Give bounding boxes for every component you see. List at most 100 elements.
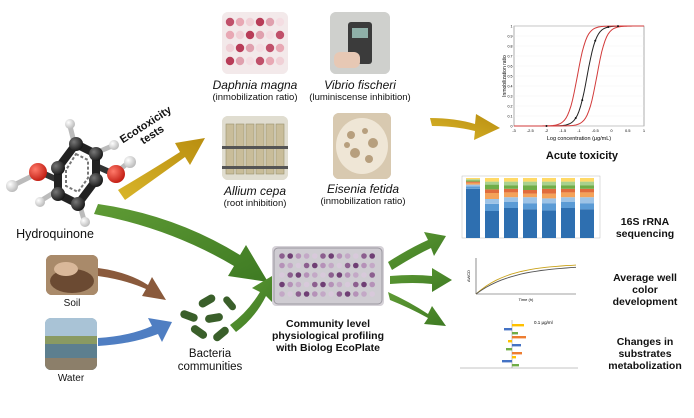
substrates-chart: 0.1 μg/ml [460, 320, 578, 369]
ecoplate-well [295, 262, 302, 269]
output-substrates-line3: metabolization [608, 360, 682, 372]
ecoplate-well [279, 291, 285, 297]
ecoplate-well [320, 272, 326, 278]
ecoplate-well [344, 281, 351, 288]
acute-point [594, 39, 597, 42]
soil-photo [46, 255, 98, 295]
ecoplate-well [312, 262, 318, 269]
test-eisenia: Eisenia fetida (inmobilization ratio) [306, 182, 420, 207]
acute-ytick: 0.2 [508, 104, 513, 108]
sequencing-bar-segment [523, 197, 537, 204]
sequencing-bar-segment [485, 189, 499, 193]
sequencing-bar-segment [485, 203, 499, 211]
sequencing-bar-segment [580, 188, 594, 193]
sequencing-bar-segment [523, 178, 537, 182]
acute-toxicity-label: Acute toxicity [545, 150, 619, 162]
acute-point [574, 117, 577, 120]
sequencing-bar-segment [504, 192, 518, 198]
ecoplate-well [336, 281, 343, 288]
sequencing-bar-segment [485, 178, 499, 182]
acute-point [607, 26, 610, 29]
endpoint-allium: (root inhibition) [223, 198, 287, 209]
acute-xtick: -1 [577, 128, 581, 133]
ecoplate-well [328, 281, 334, 288]
ecoplate-well [320, 262, 326, 269]
bacteria-label-line1: Bacteria [188, 348, 232, 360]
hq-to-biolog-arrow [94, 204, 268, 282]
sequencing-bar-segment [542, 193, 556, 199]
daphnia-well [255, 43, 265, 53]
output-awcd-line1: Average well [613, 272, 677, 284]
sequencing-bar-segment [523, 190, 537, 194]
ecoplate-well [312, 281, 318, 288]
ecoplate-well [312, 291, 318, 297]
biolog-label-line2: physiological profiling [271, 330, 384, 342]
ecoplate-well [279, 281, 285, 288]
substrate-bar [512, 332, 518, 335]
sequencing-bar-segment [466, 179, 480, 181]
ecoplate-well [295, 281, 302, 288]
sequencing-bar-segment [466, 188, 480, 238]
substrate-bar [512, 336, 526, 339]
sequencing-bar-segment [523, 181, 537, 186]
acute-xlabel: Log concentration (μg/mL) [547, 136, 611, 142]
ecoplate-well [295, 291, 302, 297]
ecoplate-well [303, 272, 310, 278]
daphnia-well [255, 56, 265, 66]
bacteria-label-line2: communities [177, 361, 243, 373]
daphnia-well [235, 56, 245, 66]
ecoplate-well [336, 262, 343, 269]
daphnia-well [245, 43, 255, 53]
sequencing-bar-segment [580, 192, 594, 198]
acute-ytick: 0.5 [508, 74, 513, 78]
sequencing-bar-segment [542, 178, 556, 182]
species-vibrio: Vibrio fischeri [324, 78, 396, 92]
sequencing-bar-segment [523, 193, 537, 198]
acute-ytick: 0.1 [508, 114, 513, 118]
acute-xtick: 0.5 [625, 128, 631, 133]
ecoplate-well [287, 281, 293, 288]
soil-label: Soil [63, 298, 81, 309]
substrate-bar [512, 356, 516, 359]
output-substrates-line1: Changes in [616, 336, 674, 348]
sequencing-bar-segment [561, 185, 575, 189]
daphnia-well [275, 43, 285, 53]
acute-ytick: 0.4 [508, 84, 513, 88]
sequencing-bar-segment [542, 198, 556, 204]
ecoplate-well [336, 253, 343, 259]
sequencing-bar-segment [485, 184, 499, 190]
acute-point [617, 25, 619, 28]
daphnia-well [265, 30, 275, 40]
acute-xtick: -2 [545, 128, 549, 133]
daphnia-well [235, 30, 245, 40]
acute-xtick: -3 [512, 128, 516, 133]
sequencing-bar-segment [542, 210, 556, 238]
acute-ytick: 0.6 [508, 64, 513, 68]
substrate-bar [508, 340, 512, 343]
eisenia-photo [333, 113, 391, 179]
ecoplate-well [328, 253, 334, 259]
sequencing-bar-segment [561, 208, 575, 238]
sequencing-bar-segment [542, 203, 556, 211]
acute-ytick: 0.9 [508, 34, 513, 38]
ecotox-arrow [118, 138, 205, 200]
ecoplate-well [369, 291, 375, 297]
sequencing-bar-segment [561, 202, 575, 208]
hydroquinone-label: Hydroquinone [16, 227, 94, 241]
acute-ytick: 0.8 [508, 44, 513, 48]
sequencing-bar-segment [580, 209, 594, 238]
acute-ytick: 0.7 [508, 54, 513, 58]
ecoplate-well [328, 291, 334, 297]
sequencing-bar-segment [542, 188, 556, 194]
hydroquinone-molecule [6, 119, 136, 227]
ecoplate-well [320, 291, 326, 297]
sequencing-bar-segment [561, 181, 575, 186]
output-awcd-line2: color [632, 284, 658, 296]
daphnia-well [225, 30, 235, 40]
daphnia-photo [222, 12, 288, 74]
biolog-ecoplate-photo [272, 246, 384, 306]
luminometer-image [330, 12, 390, 74]
output-substrates-label: Changes in substrates metabolization [602, 336, 688, 372]
output-awcd-label: Average well color development [602, 272, 688, 308]
